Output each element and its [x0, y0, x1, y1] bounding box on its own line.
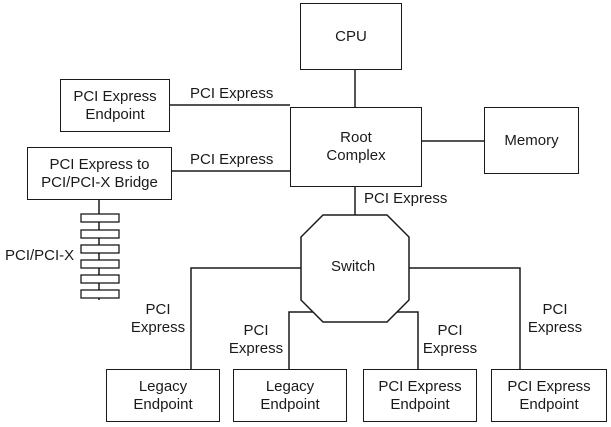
switch-pcie4-link	[409, 267, 521, 369]
switch-pcie3-link-label: PCI Express	[418, 322, 482, 358]
legacy-endpoint-1-line1: Legacy	[138, 377, 188, 395]
root-switch-link-label: PCI Express	[364, 190, 448, 207]
memory-label: Memory	[504, 131, 559, 149]
switch-legacy1-link	[190, 267, 301, 369]
endpoint-root-link-label: PCI Express	[190, 85, 274, 102]
switch-label: Switch	[331, 258, 376, 275]
pcie-endpoint-3-box: PCI Express Endpoint	[363, 369, 477, 422]
bridge-root-link-label: PCI Express	[190, 151, 274, 168]
bus-slot	[80, 259, 120, 269]
switch-pcie3-link-label-line1: PCI	[437, 322, 463, 339]
pci-bus-slots	[80, 213, 120, 299]
bridge-line2: PCI/PCI-X Bridge	[41, 173, 158, 191]
switch-pcie4-link-label-line1: PCI	[542, 301, 568, 318]
bus-slot	[80, 229, 120, 239]
switch-legacy2-link-label-line1: PCI	[243, 322, 269, 339]
pcie-endpoint-4-line2: Endpoint	[519, 395, 579, 413]
bridge-line1: PCI Express to	[49, 155, 150, 173]
legacy-endpoint-1-box: Legacy Endpoint	[106, 369, 220, 422]
pcie-endpoint-top-line2: Endpoint	[85, 105, 145, 123]
bus-slot	[80, 274, 120, 284]
cpu-box: CPU	[300, 3, 402, 70]
legacy-endpoint-2-box: Legacy Endpoint	[233, 369, 347, 422]
switch-legacy1-link-label: PCI Express	[126, 301, 190, 337]
bus-slot	[80, 244, 120, 254]
pcie-endpoint-4-line1: PCI Express	[507, 377, 591, 395]
switch-octagon	[300, 214, 410, 323]
root-complex-label-line1: Root	[340, 129, 372, 146]
cpu-label: CPU	[335, 27, 367, 45]
switch-pcie4-link-label: PCI Express	[523, 301, 587, 337]
bridge-box: PCI Express to PCI/PCI-X Bridge	[27, 147, 172, 200]
pcie-endpoint-top-box: PCI Express Endpoint	[60, 79, 170, 132]
legacy-endpoint-2-line2: Endpoint	[260, 395, 320, 413]
pcie-endpoint-3-line2: Endpoint	[390, 395, 450, 413]
switch-pcie4-link-label-line2: Express	[527, 319, 583, 336]
bus-slot	[80, 289, 120, 299]
legacy-endpoint-2-line1: Legacy	[265, 377, 315, 395]
switch-pcie3-link-label-line2: Express	[422, 340, 478, 357]
pcie-endpoint-4-box: PCI Express Endpoint	[491, 369, 607, 422]
root-complex-label-line2: Complex	[326, 147, 386, 164]
switch-legacy2-link-label: PCI Express	[224, 322, 288, 358]
pcie-endpoint-top-line1: PCI Express	[73, 87, 157, 105]
switch-legacy2-link-label-line2: Express	[228, 340, 284, 357]
memory-box: Memory	[484, 107, 579, 174]
pcie-endpoint-3-line1: PCI Express	[378, 377, 462, 395]
switch-pcie3-link	[387, 311, 419, 369]
switch-legacy1-link-label-line1: PCI	[145, 301, 171, 318]
switch-legacy1-link-label-line2: Express	[130, 319, 186, 336]
bus-slot	[80, 213, 120, 223]
root-complex-box: Root Complex	[290, 107, 422, 187]
switch-legacy2-link	[288, 311, 323, 369]
pci-bus-label: PCI/PCI-X	[5, 247, 75, 264]
legacy-endpoint-1-line2: Endpoint	[133, 395, 193, 413]
